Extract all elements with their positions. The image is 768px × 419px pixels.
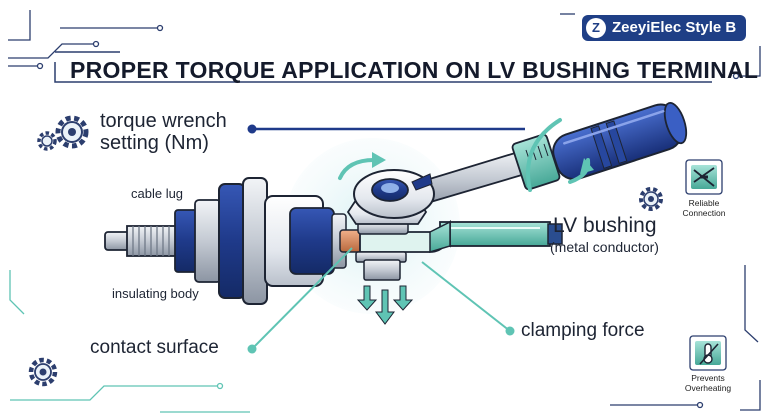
brand-name: ZeeyiElec Style B <box>612 19 737 36</box>
rotation-arrow-icon <box>526 118 594 192</box>
brand-badge: Z ZeeyiElec Style B <box>582 15 746 41</box>
threaded-stud <box>104 225 178 257</box>
label-torque-wrench-line1: torque wrench <box>100 110 227 132</box>
label-contact-surface: contact surface <box>90 337 219 358</box>
label-cable-lug: cable lug <box>131 186 184 201</box>
label-torque-wrench-line2: setting (Nm) <box>100 132 209 154</box>
rotation-arrow-icon <box>338 152 386 180</box>
label-torque-wrench: torque wrench setting (Nm) <box>100 110 227 154</box>
label-lv-bushing: LV bushing <box>553 214 657 237</box>
badge-prevents-line1: Prevents <box>691 373 725 383</box>
circuit-trace-bottom-right <box>610 265 761 411</box>
gear-icon <box>28 357 58 387</box>
cable-lug <box>359 219 451 254</box>
thermometer-icon <box>689 335 727 371</box>
gear-icon <box>55 115 89 149</box>
torque-wrench <box>353 101 688 219</box>
badge-reliable-line1: Reliable <box>688 198 720 208</box>
circuit-trace-bottom-left <box>9 270 250 413</box>
badge-reliable-connection: Reliable Connection <box>680 198 728 218</box>
insulating-body <box>174 177 347 305</box>
label-metal-conductor: (metal conductor) <box>550 239 659 255</box>
leader-line-clamping <box>421 261 515 336</box>
circuit-trace-top-right <box>560 13 761 80</box>
lv-bushing-conductor <box>439 221 563 247</box>
badge-prevents-overheating: Prevents Overheating <box>682 373 734 393</box>
label-clamping-force: clamping force <box>521 320 645 341</box>
title-bar-frame <box>54 51 712 83</box>
gear-icon <box>639 187 663 211</box>
page-title: PROPER TORQUE APPLICATION ON LV BUSHING … <box>70 57 759 83</box>
circuit-trace-top-left <box>8 10 164 70</box>
label-insulating-body: insulating body <box>112 286 199 301</box>
leader-line-contact <box>247 247 353 354</box>
leader-line-torque <box>247 124 525 134</box>
cable-cross-icon <box>685 159 723 195</box>
force-arrow-icon <box>356 285 414 325</box>
gear-icon <box>37 131 57 151</box>
badge-reliable-line2: Connection <box>682 208 726 218</box>
badge-prevents-line2: Overheating <box>684 383 732 393</box>
brand-logo-icon: Z <box>586 18 606 38</box>
